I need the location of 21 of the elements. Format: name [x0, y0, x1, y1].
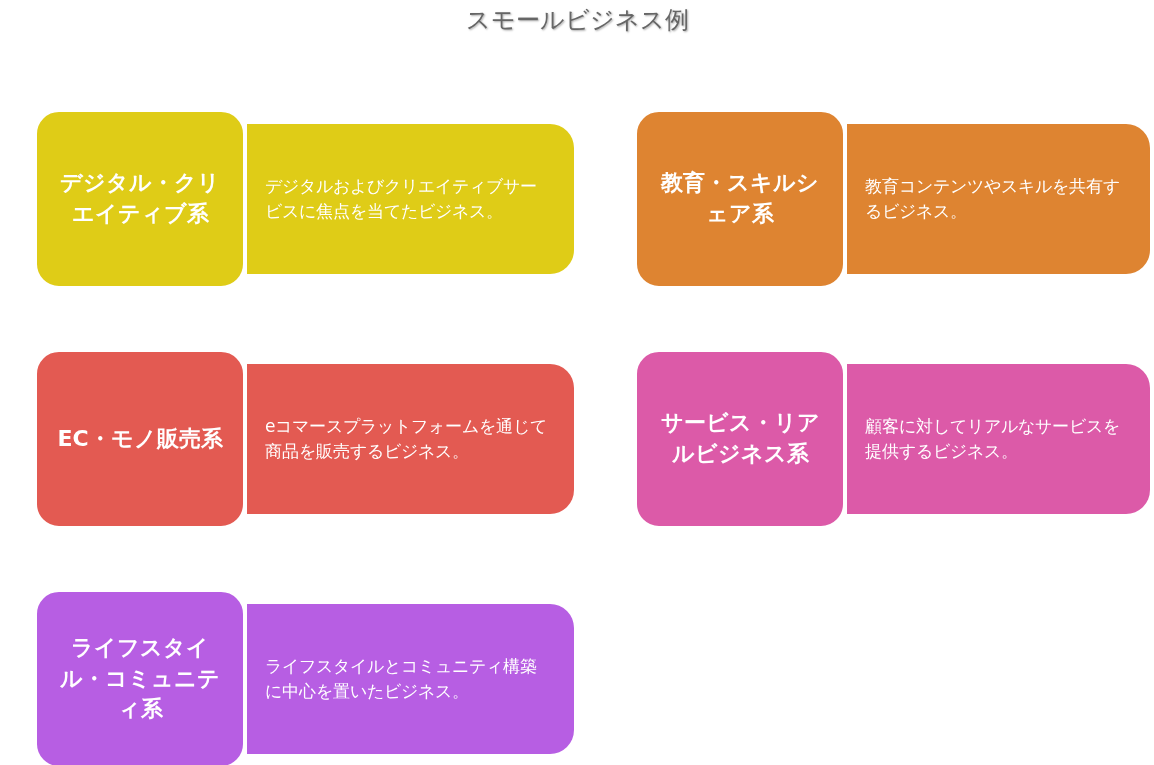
- category-card: [635, 350, 845, 528]
- category-heading: 教育・スキルシェア系: [659, 169, 820, 228]
- description-card: [245, 124, 574, 274]
- description-card: [245, 364, 574, 514]
- category-card: [35, 110, 245, 288]
- description-card: [845, 124, 1150, 274]
- description-text: 教育コンテンツやスキルを共有するビジネス。: [865, 175, 1121, 223]
- category-heading: EC・モノ販売系: [57, 424, 223, 453]
- diagram-title: スモールビジネス例: [464, 5, 690, 36]
- category-card: [635, 110, 845, 288]
- description-card: [245, 604, 574, 754]
- category-card: [35, 350, 245, 528]
- description-text: 顧客に対してリアルなサービスを提供するビジネス。: [865, 415, 1121, 463]
- description-card: [845, 364, 1150, 514]
- description-text: デジタルおよびクリエイティブサービスに焦点を当てたビジネス。: [265, 175, 538, 223]
- category-heading: サービス・リアルビジネス系: [659, 409, 821, 468]
- description-text: eコマースプラットフォームを通じて商品を販売するビジネス。: [265, 415, 549, 463]
- category-heading: デジタル・クリエイティブ系: [59, 169, 221, 228]
- description-text: ライフスタイルとコミュニティ構築に中心を置いたビジネス。: [265, 655, 538, 703]
- category-heading: ライフスタイル・コミュニティ系: [59, 633, 221, 724]
- category-card: [35, 590, 245, 765]
